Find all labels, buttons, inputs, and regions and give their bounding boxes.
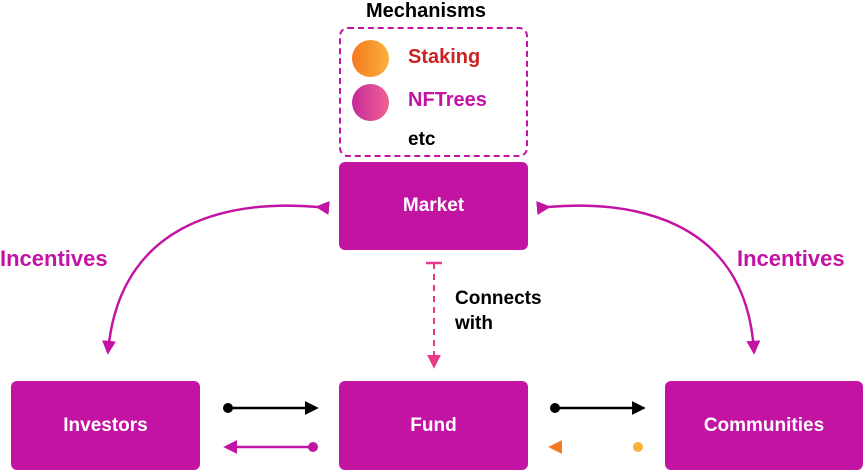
communities-node: Communities xyxy=(665,381,863,470)
market-label: Market xyxy=(402,195,465,216)
mechanisms-etc-label: etc xyxy=(408,129,436,150)
fund-label: Fund xyxy=(410,414,457,436)
investors-label: Investors xyxy=(63,414,148,436)
connects-with-label: Connects with xyxy=(455,286,542,336)
nftrees-icon xyxy=(352,84,389,121)
investors-node: Investors xyxy=(11,381,200,470)
communities-label: Communities xyxy=(703,414,825,436)
mechanism-staking-label: Staking xyxy=(408,46,481,68)
fund-node: Fund xyxy=(339,381,528,470)
mechanism-nftrees-label: NFTrees xyxy=(408,89,487,111)
mechanisms-box xyxy=(339,27,528,157)
incentives-left-arrow xyxy=(102,201,330,355)
staking-icon xyxy=(352,40,389,77)
connects-line-2: with xyxy=(455,313,493,334)
market-node: Market xyxy=(339,162,528,250)
connects-line-1: Connects xyxy=(455,288,542,309)
mechanisms-title: Mechanisms xyxy=(366,0,487,22)
incentives-left-label: Incentives xyxy=(0,246,108,271)
incentives-right-arrow xyxy=(536,201,761,355)
